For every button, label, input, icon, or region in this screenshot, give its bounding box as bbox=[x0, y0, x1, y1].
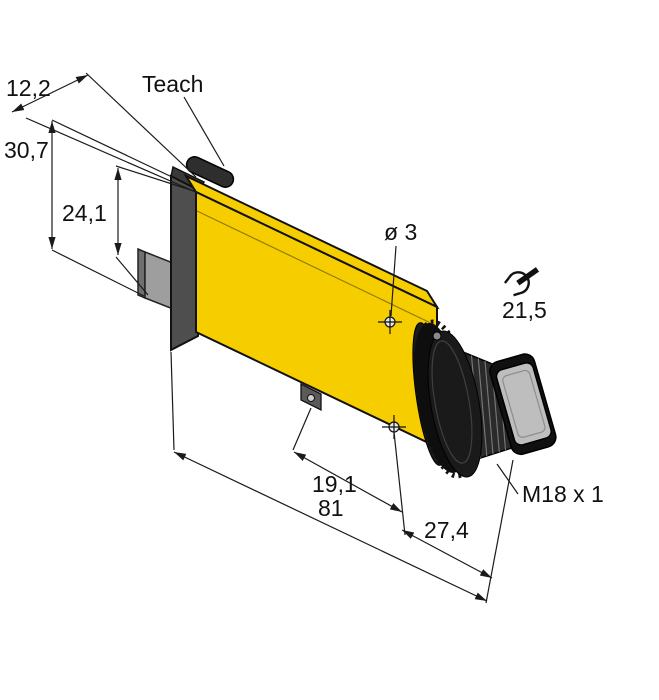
label-24-1: 24,1 bbox=[62, 200, 107, 226]
lens-face bbox=[495, 362, 552, 446]
lid-seam-line bbox=[196, 210, 438, 327]
sensor-body bbox=[137, 156, 557, 479]
knurled-nut bbox=[413, 319, 483, 479]
thread-leader-line bbox=[496, 463, 519, 495]
end-cap bbox=[170, 174, 199, 352]
label-21-5: 21,5 bbox=[502, 297, 547, 323]
label-teach: Teach bbox=[142, 71, 203, 97]
lens-inner-line bbox=[502, 369, 546, 438]
dim-24-1 bbox=[114, 165, 198, 296]
dimension-lines bbox=[11, 72, 540, 604]
dimension-labels: 12,2 Teach 30,7 24,1 ø 3 21,5 19,1 81 27… bbox=[4, 71, 604, 543]
label-m18: M18 x 1 bbox=[522, 481, 604, 507]
hole-leader-line bbox=[390, 245, 397, 317]
teach-leader-line bbox=[183, 96, 225, 167]
bottom-tab bbox=[300, 382, 322, 412]
mounting-hole-front bbox=[378, 310, 402, 334]
wrench-icon bbox=[503, 267, 540, 297]
teach-button bbox=[185, 156, 235, 188]
nut-detent bbox=[432, 331, 442, 341]
label-27-4: 27,4 bbox=[424, 517, 469, 543]
dim-30-7 bbox=[48, 119, 173, 297]
label-19-1: 19,1 bbox=[312, 471, 357, 497]
lens-housing bbox=[489, 353, 557, 456]
label-hole-dia: ø 3 bbox=[384, 219, 417, 245]
label-81: 81 bbox=[318, 495, 344, 521]
label-12-2: 12,2 bbox=[6, 75, 51, 101]
dim-27-4 bbox=[393, 431, 493, 579]
label-30-7: 30,7 bbox=[4, 137, 49, 163]
